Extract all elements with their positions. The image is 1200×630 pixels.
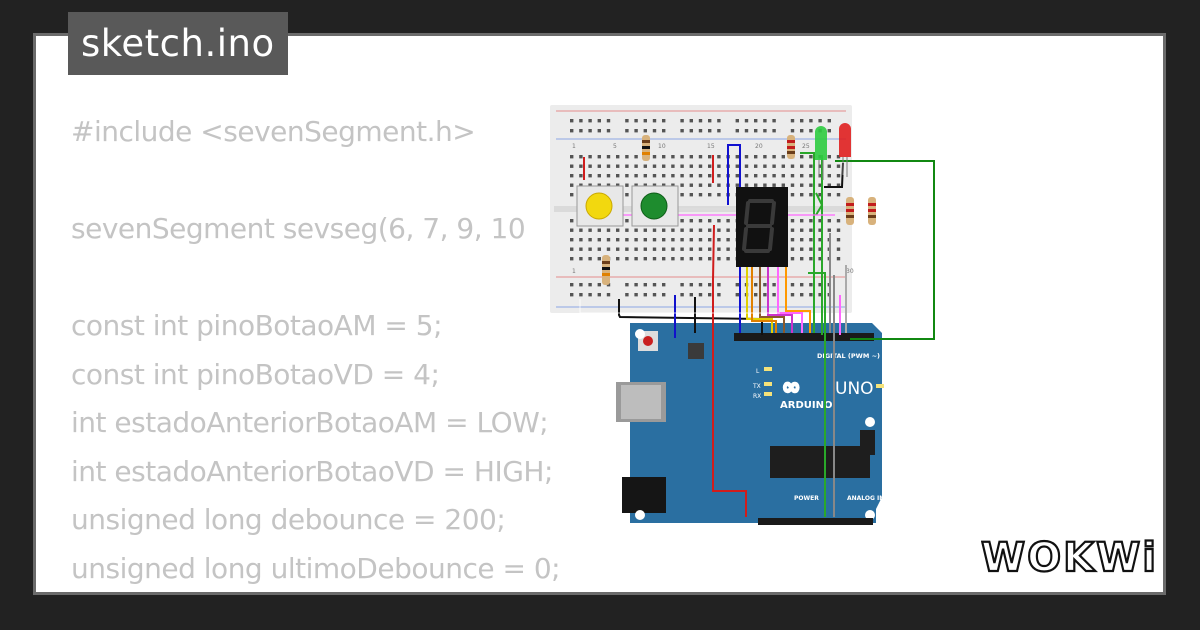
col-number: 25 <box>802 143 810 150</box>
board-model: UNO <box>835 379 874 399</box>
code-line: #include <sevenSegment.h> <box>71 115 476 148</box>
on-label: ON <box>886 384 895 391</box>
col-number: 20 <box>755 143 763 150</box>
green-led <box>815 126 827 180</box>
resistor <box>868 197 876 225</box>
code-line: const int pinoBotaoVD = 4; <box>71 357 440 391</box>
circuit-diagram: 1 5 10 15 20 25 1 30 <box>550 105 935 525</box>
col-number: 1 <box>572 143 576 150</box>
atmega-chip <box>770 446 870 478</box>
col-number: 15 <box>707 143 715 150</box>
board-brand: ARDUINO <box>780 400 832 411</box>
seven-segment-display <box>736 187 788 267</box>
power-analog-header <box>758 518 873 525</box>
file-name-tab: sketch.ino <box>68 12 288 75</box>
rx-label: RX <box>753 393 761 400</box>
code-line: int estadoAnteriorBotaoVD = HIGH; <box>71 454 553 488</box>
code-line: sevenSegment sevseg(6, 7, 9, 10 <box>71 212 526 245</box>
code-line: unsigned long ultimoDebounce = 0; <box>71 551 561 585</box>
resistor <box>642 135 650 161</box>
code-line <box>71 254 560 303</box>
wokwi-logo: WOKWi <box>981 534 1158 582</box>
code-line <box>71 157 560 206</box>
code-line: unsigned long debounce = 200; <box>71 503 506 536</box>
code-preview: #include <sevenSegment.h> sevenSegment se… <box>71 108 561 592</box>
power-label: POWER <box>794 495 819 502</box>
preview-card: #include <sevenSegment.h> sevenSegment se… <box>33 33 1166 595</box>
l-label: L <box>756 368 760 375</box>
svg-text:WOKWi: WOKWi <box>981 535 1158 581</box>
arduino-logo-icon: ∞ <box>782 375 800 400</box>
digital-header <box>734 333 874 341</box>
col-number: 30 <box>846 268 854 275</box>
green-pushbutton <box>631 185 679 227</box>
yellow-pushbutton <box>576 185 624 227</box>
digital-label: DIGITAL (PWM ~) <box>817 352 880 360</box>
resistor <box>846 197 854 225</box>
code-line: const int pinoBotaoAM = 5; <box>71 309 443 342</box>
wires <box>579 144 935 517</box>
red-led <box>839 123 851 177</box>
tx-label: TX <box>752 383 761 390</box>
resistor <box>787 135 795 159</box>
resistor <box>602 255 610 285</box>
analog-label: ANALOG IN <box>847 495 884 502</box>
col-number: 1 <box>572 268 576 275</box>
code-line: int estadoAnteriorBotaoAM = LOW; <box>71 406 549 439</box>
col-number: 5 <box>613 143 617 150</box>
power-jack <box>622 477 666 513</box>
col-number: 10 <box>658 143 666 150</box>
arduino-uno-board: ∞ ARDUINO UNO DIGITAL (PWM ~) POWER ANAL… <box>616 323 895 525</box>
